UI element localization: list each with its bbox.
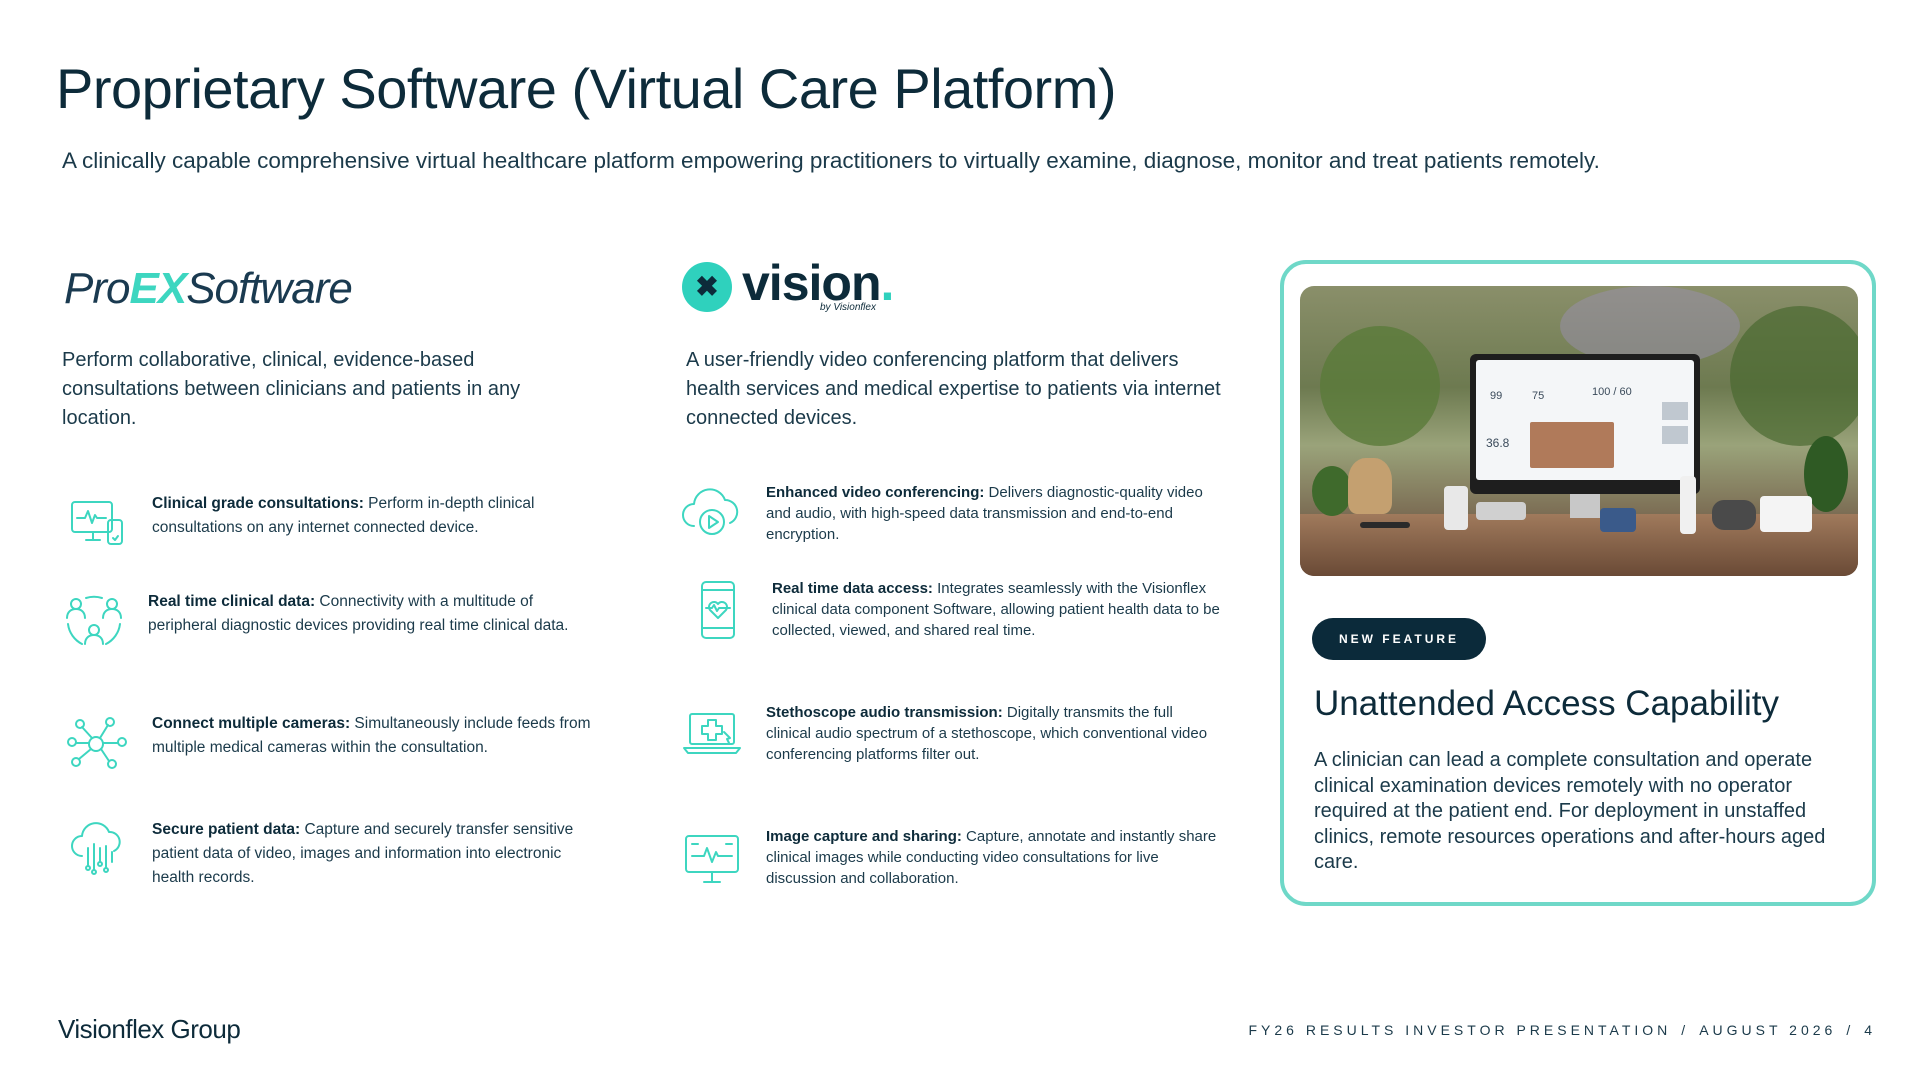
laptop-medical-icon xyxy=(680,702,744,766)
new-feature-badge: NEW FEATURE xyxy=(1312,618,1486,660)
proex-software-logo: ProEXSoftware xyxy=(64,264,353,313)
vision-by-label: by Visionflex xyxy=(820,302,876,313)
feature-title: Real time data access: xyxy=(772,580,933,597)
feature-clinical-grade-consultations: Clinical grade consultations: Perform in… xyxy=(66,492,606,556)
visionflex-group-logo: Visionflex Group xyxy=(58,1014,241,1044)
feature-title: Enhanced video conferencing: xyxy=(766,484,985,501)
monitor-vitals-icon xyxy=(66,492,130,556)
feature-text: Connectivity with a multitude of periphe… xyxy=(148,593,569,634)
feature-text: Delivers diagnostic-quality video and au… xyxy=(766,484,1203,543)
feature-title: Connect multiple cameras: xyxy=(152,715,351,732)
feature-real-time-data-access: Real time data access: Integrates seamle… xyxy=(686,578,1220,642)
footer-info: FY26 RESULTS INVESTOR PRESENTATION/AUGUS… xyxy=(1248,1022,1876,1038)
new-feature-card: 99 75 100 / 60 36.8 NEW FEATURE Unattend… xyxy=(1280,260,1876,906)
feature-connect-multiple-cameras: Connect multiple cameras: Simultaneously… xyxy=(66,712,606,776)
presentation-name: FY26 RESULTS INVESTOR PRESENTATION xyxy=(1248,1022,1672,1038)
monitor-screen: 99 75 100 / 60 36.8 xyxy=(1470,354,1700,494)
network-nodes-icon xyxy=(66,712,130,776)
page-subtitle: A clinically capable comprehensive virtu… xyxy=(62,148,1600,173)
feature-text: Digitally transmits the full clinical au… xyxy=(766,704,1208,763)
proex-intro: Perform collaborative, clinical, evidenc… xyxy=(62,349,521,429)
feature-text: Simultaneously include feeds from multip… xyxy=(152,715,591,756)
feature-enhanced-video-conferencing: Enhanced video conferencing: Delivers di… xyxy=(680,482,1220,546)
connected-people-icon xyxy=(62,590,126,654)
feature-real-time-clinical-data: Real time clinical data: Connectivity wi… xyxy=(62,590,606,654)
card-title: Unattended Access Capability xyxy=(1314,684,1779,723)
card-description: A clinician can lead a complete consulta… xyxy=(1314,749,1826,873)
feature-stethoscope-audio-transmission: Stethoscope audio transmission: Digitall… xyxy=(680,702,1220,766)
feature-title: Stethoscope audio transmission: xyxy=(766,704,1003,721)
feature-text: Integrates seamlessly with the Visionfle… xyxy=(772,580,1220,639)
feature-secure-patient-data: Secure patient data: Capture and securel… xyxy=(66,818,606,890)
feature-text: Capture and securely transfer sensitive … xyxy=(152,821,574,886)
feature-title: Secure patient data: xyxy=(152,821,301,838)
feature-title: Clinical grade consultations: xyxy=(152,495,364,512)
feature-title: Real time clinical data: xyxy=(148,593,316,610)
presentation-date: AUGUST 2026 xyxy=(1699,1022,1837,1038)
vision-intro: A user-friendly video conferencing platf… xyxy=(686,349,1221,429)
cloud-video-icon xyxy=(680,482,744,546)
product-photo: 99 75 100 / 60 36.8 xyxy=(1300,286,1858,576)
page-number: 4 xyxy=(1864,1022,1876,1038)
vision-mark-icon: ✖ xyxy=(682,262,732,312)
feature-image-capture-and-sharing: Image capture and sharing: Capture, anno… xyxy=(680,826,1220,890)
monitor-ecg-icon xyxy=(680,826,744,890)
mobile-health-icon xyxy=(686,578,750,642)
feature-text: Perform in-depth clinical consultations … xyxy=(152,495,535,536)
page-title: Proprietary Software (Virtual Care Platf… xyxy=(56,57,1117,120)
feature-title: Image capture and sharing: xyxy=(766,828,962,845)
cloud-data-icon xyxy=(66,818,130,882)
feature-text: Capture, annotate and instantly share cl… xyxy=(766,828,1217,887)
